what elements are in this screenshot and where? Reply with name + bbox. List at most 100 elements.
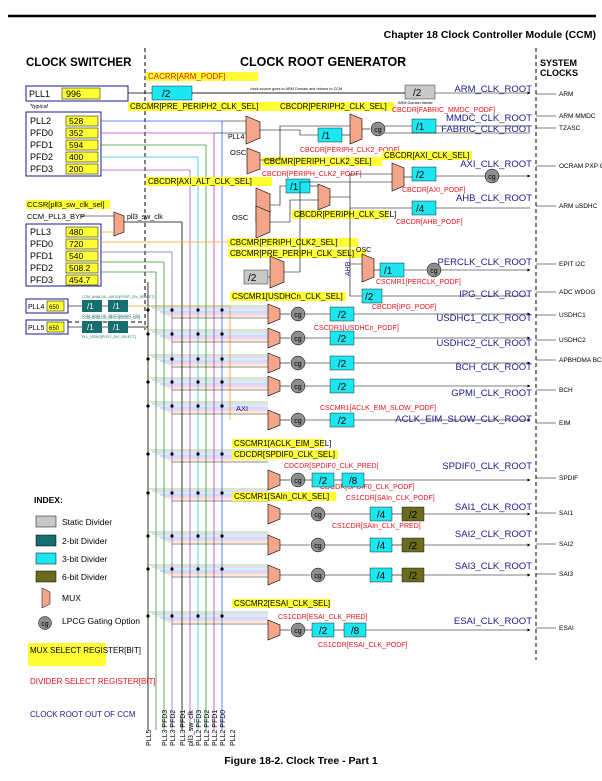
svg-text:CCM_ANALOG_MISC2[VIDEO_DIV]: CCM_ANALOG_MISC2[VIDEO_DIV] [82,316,140,320]
clock-root-rows: cg/2cg/2cg/2cg/2cg/2cg/2/8cg/4/2cg/4/2cg… [192,84,602,641]
pll-value: 400 [69,152,83,162]
svg-text:CCM_ANALOG_AUDIO[POST_DIV_SELE: CCM_ANALOG_AUDIO[POST_DIV_SELECT] [82,295,154,299]
pre-periph2-mux [245,115,261,145]
pll3-sw-clk-label: pll3_sw_clk [127,214,163,221]
arm-path: CACRR[ARM_PODF] /2 clock source goes to … [146,72,436,105]
pll-value: 540 [69,251,83,261]
pll-value: 720 [69,239,83,249]
svg-text:PLL1: PLL1 [29,89,50,99]
cbcdr-periph-label: CBCDR[PERIPH_CLK_SEL] [294,210,396,219]
legend-three-bit-swatch [35,552,57,565]
periph2-mux [349,113,363,145]
bch-mux [267,352,281,374]
clock-root-name: MMDC_CLK_ROOT [446,113,532,124]
system-clock-name: SAI1 [559,510,573,517]
clock-root-name: ESAI_CLK_ROOT [454,616,532,627]
svg-text:/2: /2 [162,89,171,100]
sai1-mux [267,503,281,525]
sai3-mux [267,564,281,586]
byp-label: CCM_PLL3_BYP [27,212,85,221]
pll-value-bg [65,127,99,139]
pll-value: 594 [69,140,83,150]
svg-text:3-bit Divider: 3-bit Divider [62,554,108,564]
usdhc1-mux [267,303,281,325]
bus-label: PLL3 PFD1 [180,710,187,746]
bch-divider-label: /2 [338,359,347,370]
cbcmr-pre2-bg [128,102,280,111]
sai2-gate-label: cg [314,543,322,550]
pre-periph-mux [269,255,285,289]
cs1cdr-sai-podf-label: CS1CDR[SAIn_CLK_PODF] [346,495,435,502]
pll-value: 528 [69,116,83,126]
axi-gate-label: cg [488,174,496,181]
ccsr-bg [26,200,110,209]
axi-mux [391,162,405,192]
svg-text:6-bit Divider: 6-bit Divider [62,572,108,582]
cbcmr-preperiph-bg [228,249,366,258]
clock-root-name: ARM_CLK_ROOT [454,84,532,95]
cscmr1-usdhc-label: CSCMR1[USDHCn_CLK_SEL] [232,292,343,301]
bus-label: PLL3 PFD3 [162,710,169,746]
spdif-mux [267,469,281,491]
osc2-label: OSC [232,213,249,222]
cbcdr-periph-bg [292,210,388,219]
pll-name: PFD2 [30,263,53,273]
cbcdr-axialt-label: CBCDR[AXI_ALT_CLK_SEL] [148,177,252,186]
cbcdr-ahb-label: CBCDR[AHB_PODF] [396,219,463,226]
cs1cdr-esai-podf-label: CS1CDR[ESAI_CLK_PODF] [318,642,408,649]
cscmr1-usdhc-bg [230,292,346,301]
osc1-label: OSC [230,148,247,157]
clock-root-name: IPG_CLK_ROOT [459,289,532,300]
figure-caption: Figure 18-2. Clock Tree - Part 1 [224,755,378,767]
system-clock-name: SAI3 [559,571,573,578]
cscmr1-sai-sel-bg [232,492,336,501]
legend-mux-sel-bg [28,643,106,666]
pll-name: PLL3 [30,227,51,237]
pll-name: PFD1 [30,140,53,150]
spdif-podf-divider-label: /8 [349,476,358,487]
cs1cdr-sai-pred-label: CS1CDR[SAIn_CLK_PRED] [332,523,421,530]
system-clock-name: APBHDMA BCH [559,357,602,364]
svg-text:/1: /1 [113,323,120,332]
system-title-2: CLOCKS [540,68,578,78]
cbcdr-axipodf-label: CBCDR[AXI_PODF] [402,187,465,194]
svg-text:ARM Domain divider: ARM Domain divider [398,101,434,105]
legend-six-bit-swatch [35,570,57,583]
svg-text:/1: /1 [290,182,299,193]
clock-root-name: AHB_CLK_ROOT [456,193,532,204]
pll-value: 454.7 [69,275,91,285]
clock-root-name: USDHC1_CLK_ROOT [436,313,532,324]
pll-value-bg [65,250,99,262]
system-clock-name: ADC WDOG [559,289,595,296]
pll-name: PFD3 [30,275,53,285]
pll-value-bg [65,151,99,163]
cscmr1-eim-sel-bg [232,439,324,448]
svg-text:/4: /4 [416,204,425,215]
cscmr1-eim-sel-label: CSCMR1[ACLK_EIM_SEL] [234,439,331,448]
cscmr1-perclk-label: CSCMR1[PERCLK_PODF] [376,279,461,286]
periph-clk2-mux-a [246,147,261,175]
gpmi-gate-label: cg [294,384,302,391]
system-title-1: SYSTEM [540,58,577,68]
perclk-mux [361,253,375,283]
cbcdr-pclk2b-label: CBCDR[PERIPH_CLK2_PODF] [300,147,400,154]
cs1cdr-esai-pred-label: CS1CDR[ESAI_CLK_PRED] [278,614,368,621]
eim-divider-label: /2 [338,416,347,427]
cscmr1-sai-sel-label: CSCMR1[SAIn_CLK_SEL] [234,492,329,501]
svg-text:DIVIDER SELECT REGISTER[BIT]: DIVIDER SELECT REGISTER[BIT] [30,677,156,686]
clock-root-name: USDHC2_CLK_ROOT [436,338,532,349]
cbcdr-axisel-label: CBCDR[AXI_CLK_SEL] [384,151,469,160]
system-clock-name: USDHC2 [559,337,586,344]
cbcdr-pclk2-label: CBCDR[PERIPH_CLK2_PODF] [262,171,362,178]
svg-text:/1: /1 [113,302,120,311]
sai2-podf-divider-label: /2 [409,541,418,552]
svg-text:cg: cg [41,621,49,628]
pll-value-bg [65,226,99,238]
usdhc2-gate-label: cg [294,336,302,343]
axi-tag: AXI [236,404,248,413]
pll-value-bg [65,238,99,250]
pll-name: PFD2 [30,152,53,162]
